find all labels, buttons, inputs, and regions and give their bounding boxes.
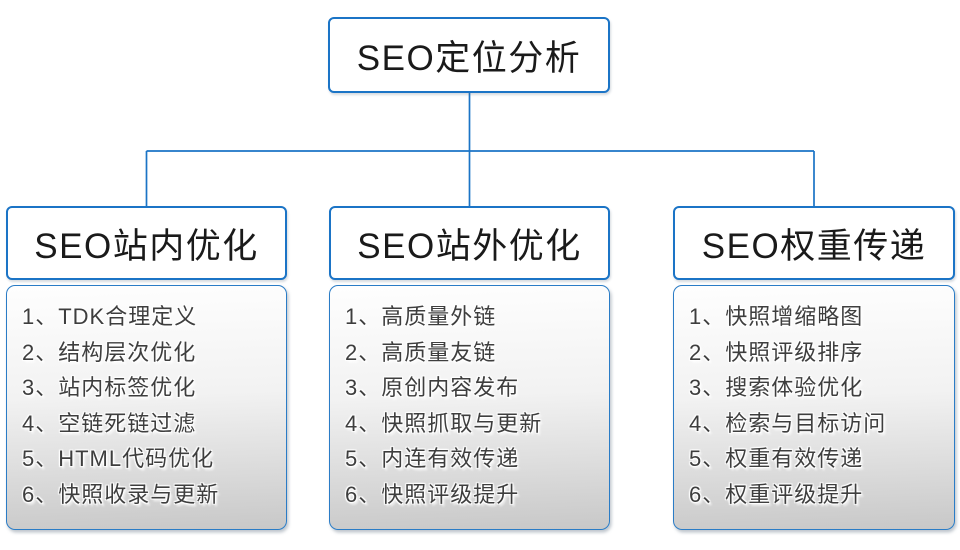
panel-offsite: 1、高质量外链 2、高质量友链 3、原创内容发布 4、快照抓取与更新 5、内连有… — [329, 285, 610, 530]
list-item: 5、内连有效传递 — [345, 446, 520, 471]
column-header-weight-label: SEO权重传递 — [701, 226, 927, 266]
list-item: 4、空链死链过滤 — [22, 410, 197, 436]
list-item: 3、原创内容发布 — [345, 375, 520, 400]
list-item: 3、搜索体验优化 — [689, 375, 864, 400]
list-item: 6、快照评级提升 — [345, 481, 520, 507]
panel-onsite: 1、TDK合理定义 2、结构层次优化 3、站内标签优化 4、空链死链过滤 5、H… — [6, 285, 287, 530]
list-item: 4、检索与目标访问 — [689, 410, 887, 436]
item-list-offsite: 1、高质量外链 2、高质量友链 3、原创内容发布 4、快照抓取与更新 5、内连有… — [345, 299, 601, 512]
list-item: 5、权重有效传递 — [689, 446, 864, 471]
list-item: 1、快照增缩略图 — [689, 304, 864, 329]
list-item: 2、结构层次优化 — [22, 339, 197, 365]
list-item: 2、高质量友链 — [345, 339, 497, 365]
list-item: 1、高质量外链 — [345, 304, 497, 329]
list-item: 4、快照抓取与更新 — [345, 410, 543, 436]
item-list-weight: 1、快照增缩略图 2、快照评级排序 3、搜索体验优化 4、检索与目标访问 5、权… — [689, 299, 946, 512]
column-header-offsite: SEO站外优化 — [329, 206, 610, 280]
item-list-onsite: 1、TDK合理定义 2、结构层次优化 3、站内标签优化 4、空链死链过滤 5、H… — [22, 299, 278, 512]
column-header-onsite: SEO站内优化 — [6, 206, 287, 280]
list-item: 1、TDK合理定义 — [22, 304, 198, 329]
column-header-onsite-label: SEO站内优化 — [34, 226, 259, 266]
root-node-label: SEO定位分析 — [356, 38, 582, 78]
panel-weight: 1、快照增缩略图 2、快照评级排序 3、搜索体验优化 4、检索与目标访问 5、权… — [673, 285, 955, 530]
list-item: 3、站内标签优化 — [22, 375, 197, 400]
list-item: 2、快照评级排序 — [689, 339, 864, 365]
tree-branch-lines — [145, 93, 815, 206]
list-item: 5、HTML代码优化 — [22, 446, 215, 471]
root-node: SEO定位分析 — [328, 17, 610, 93]
column-header-offsite-label: SEO站外优化 — [357, 226, 582, 266]
list-item: 6、权重评级提升 — [689, 481, 864, 507]
list-item: 6、快照收录与更新 — [22, 481, 220, 507]
column-header-weight: SEO权重传递 — [673, 206, 955, 280]
